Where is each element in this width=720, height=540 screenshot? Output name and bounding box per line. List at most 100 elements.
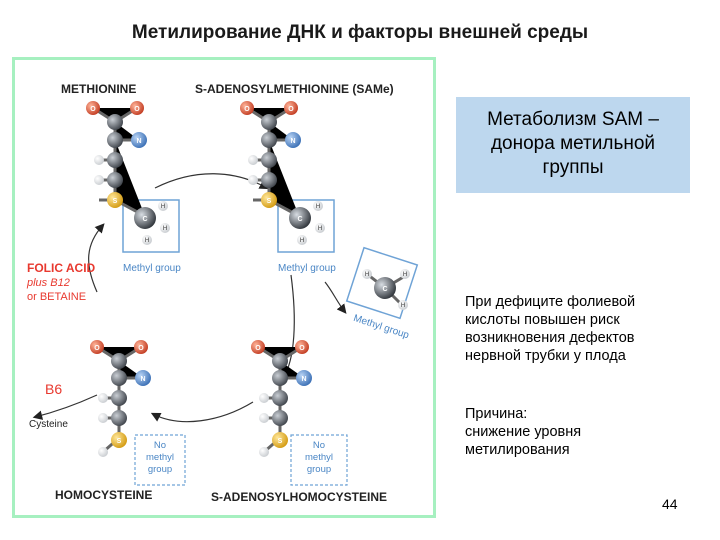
cysteine-label: Cysteine bbox=[29, 419, 68, 430]
b6-label: B6 bbox=[45, 381, 62, 397]
carbon-atom bbox=[111, 370, 127, 386]
deficiency-note-line-2: кислоты повышен риск bbox=[465, 312, 620, 328]
sam-box-line-3: группы bbox=[542, 157, 604, 178]
carbon-atom bbox=[107, 152, 123, 168]
same-label: S-ADENOSYLMETHIONINE (SAMe) bbox=[195, 82, 394, 96]
deficiency-note-line-4: нервной трубки у плода bbox=[465, 348, 626, 364]
methyl-carbon-atom bbox=[134, 207, 156, 229]
hydrogen-atom bbox=[94, 175, 104, 185]
carbon-atom bbox=[261, 132, 277, 148]
atom-letter: H bbox=[401, 303, 405, 309]
no-methyl-box-sah bbox=[290, 434, 348, 486]
atom-letter: O bbox=[299, 345, 305, 352]
carbon-atom bbox=[107, 132, 123, 148]
methylation-cycle-figure: METHIONINE S-ADENOSYLMETHIONINE (SAMe) H… bbox=[12, 57, 436, 518]
nitrogen-atom bbox=[135, 370, 151, 386]
methyl-group-label-2: Methyl group bbox=[278, 263, 336, 274]
atom-letter: S bbox=[117, 438, 122, 445]
hydrogen-atom bbox=[158, 201, 168, 211]
atom-letter: N bbox=[301, 376, 306, 383]
arrow-to-cysteine bbox=[32, 394, 98, 420]
sulfur-atom bbox=[111, 432, 127, 448]
no-methyl-line-1a: No bbox=[154, 440, 166, 451]
no-methyl-box-homocysteine bbox=[134, 434, 186, 486]
nitrogen-atom bbox=[131, 132, 147, 148]
slide-title: Метилирование ДНК и факторы внешней сред… bbox=[131, 22, 589, 43]
hydrogen-atom bbox=[259, 413, 269, 423]
oxygen-atom bbox=[240, 101, 254, 115]
hydrogen-atom bbox=[94, 155, 104, 165]
atom-letter: S bbox=[113, 198, 118, 205]
hydrogen-atom bbox=[362, 269, 372, 279]
no-methyl-line-1b: No bbox=[313, 440, 325, 451]
hydrogen-letters: H H H H H H H H H bbox=[145, 204, 407, 309]
atom-letter: O bbox=[288, 106, 294, 113]
sam-box-line-2: донора метильной bbox=[490, 133, 656, 154]
methyl-group-label-3: Methyl group bbox=[352, 313, 411, 341]
sulfur-atom bbox=[261, 192, 277, 208]
carbon-atom bbox=[111, 390, 127, 406]
atom-letters: O O N S C O O N S C C O O N S O O N S bbox=[90, 106, 387, 445]
hydrogen-atom bbox=[313, 201, 323, 211]
arrow-sah-to-homocysteine bbox=[150, 401, 254, 423]
arrow-homocysteine-to-methionine bbox=[88, 223, 105, 293]
sam-metabolism-box: Метаболизм SAM – донора метильной группы bbox=[456, 97, 690, 193]
methyl-box-same bbox=[277, 199, 335, 253]
atom-letter: H bbox=[318, 226, 322, 232]
deficiency-note: При дефиците фолиевой кислоты повышен ри… bbox=[465, 293, 715, 365]
homocysteine-label: HOMOCYSTEINE bbox=[55, 488, 152, 502]
hydrogen-atom bbox=[248, 155, 258, 165]
atom-letter: O bbox=[244, 106, 250, 113]
atom-letter: O bbox=[138, 345, 144, 352]
hydrogen-atom bbox=[98, 413, 108, 423]
atom-letter: S bbox=[267, 198, 272, 205]
molecule-sah bbox=[251, 340, 312, 457]
cause-note-line-3: метилирования bbox=[465, 442, 570, 458]
atom-letter: H bbox=[300, 238, 304, 244]
molecule-homocysteine bbox=[90, 340, 151, 457]
no-methyl-line-2a: methyl bbox=[146, 452, 174, 463]
hydrogen-atom bbox=[259, 393, 269, 403]
carbon-atom bbox=[272, 390, 288, 406]
carbon-atom bbox=[111, 353, 127, 369]
released-methyl-group bbox=[362, 269, 410, 310]
methyl-carbon-atom bbox=[289, 207, 311, 229]
hydrogen-atom bbox=[248, 175, 258, 185]
atom-letter: N bbox=[290, 138, 295, 145]
methylation-cycle-diagram: METHIONINE S-ADENOSYLMETHIONINE (SAMe) H… bbox=[26, 82, 419, 504]
folic-acid-label: FOLIC ACID bbox=[27, 261, 96, 275]
plus-b12-label: plus B12 bbox=[26, 277, 70, 289]
sulfur-atom bbox=[107, 192, 123, 208]
oxygen-atom bbox=[134, 340, 148, 354]
arrow-methyl-transfer bbox=[324, 281, 347, 314]
oxygen-atom bbox=[251, 340, 265, 354]
page-number: 44 bbox=[662, 496, 678, 512]
atom-letter: O bbox=[255, 345, 261, 352]
hydrogen-atom bbox=[398, 300, 408, 310]
hydrogen-atom bbox=[400, 269, 410, 279]
oxygen-atom bbox=[295, 340, 309, 354]
methyl-box-released bbox=[345, 246, 419, 320]
atom-letter: H bbox=[403, 272, 407, 278]
molecule-methionine bbox=[86, 101, 170, 245]
hydrogen-atom bbox=[315, 223, 325, 233]
nitrogen-atom bbox=[285, 132, 301, 148]
methyl-carbon-atom bbox=[374, 277, 396, 299]
methyl-box-methionine bbox=[122, 199, 180, 253]
carbon-atom bbox=[107, 172, 123, 188]
atom-letter: H bbox=[365, 272, 369, 278]
atom-letter: C bbox=[297, 216, 302, 223]
hydrogen-atom bbox=[259, 447, 269, 457]
atom-letter: C bbox=[142, 216, 147, 223]
or-betaine-label: or BETAINE bbox=[27, 291, 86, 303]
atom-letter: N bbox=[136, 138, 141, 145]
cause-note-line-2: снижение уровня bbox=[465, 424, 582, 440]
oxygen-atom bbox=[86, 101, 100, 115]
deficiency-note-line-1: При дефиците фолиевой bbox=[465, 294, 636, 310]
methionine-label: METHIONINE bbox=[61, 82, 136, 96]
no-methyl-line-3a: group bbox=[148, 464, 172, 475]
atom-letter: H bbox=[145, 238, 149, 244]
carbon-atom bbox=[272, 353, 288, 369]
hydrogen-atom bbox=[297, 235, 307, 245]
deficiency-note-line-3: возникновения дефектов bbox=[465, 330, 635, 346]
